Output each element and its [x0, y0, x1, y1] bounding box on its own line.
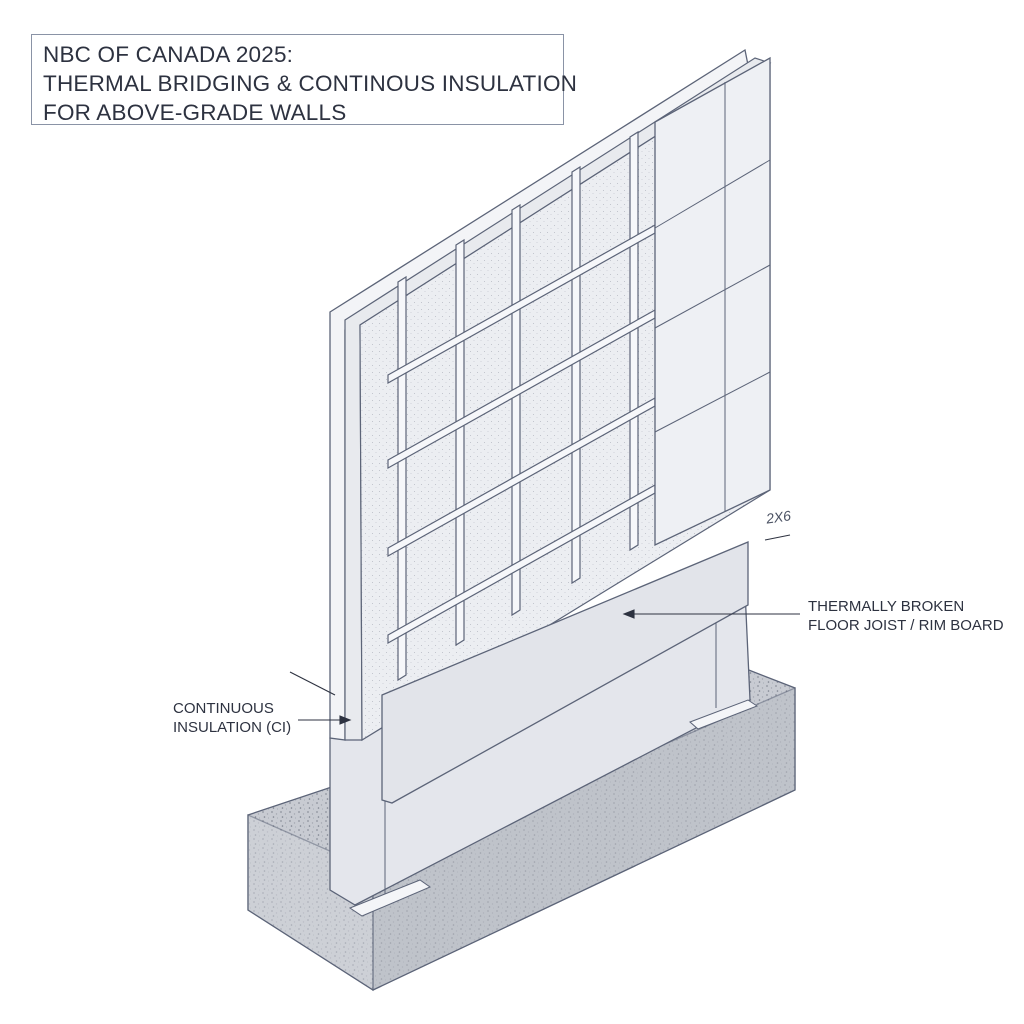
dimension-label: 2X6	[765, 507, 792, 527]
rim-label-line-1: THERMALLY BROKEN	[808, 598, 965, 615]
ci-label-line-1: CONTINUOUS	[173, 700, 274, 717]
rim-board	[381, 541, 749, 804]
continuous-insulation-label: CONTINUOUS INSULATION (CI)	[173, 699, 291, 737]
title-line-3: FOR ABOVE-GRADE WALLS	[43, 100, 347, 125]
leader-lines	[289, 534, 800, 725]
title-line-2: THERMAL BRIDGING & CONTINOUS INSULATION	[43, 71, 578, 96]
diagram-title-box: NBC OF CANADA 2025: THERMAL BRIDGING & C…	[31, 34, 578, 125]
ci-label-line-2: INSULATION (CI)	[173, 719, 292, 736]
stud-grid	[387, 130, 656, 682]
rim-label-line-2: FLOOR JOIST / RIM BOARD	[808, 617, 1004, 634]
title-line-1: NBC OF CANADA 2025:	[43, 42, 294, 67]
sill-plate	[348, 699, 759, 917]
rim-board-label: THERMALLY BROKEN FLOOR JOIST / RIM BOARD	[808, 597, 1004, 635]
exterior-cladding	[654, 56, 771, 547]
